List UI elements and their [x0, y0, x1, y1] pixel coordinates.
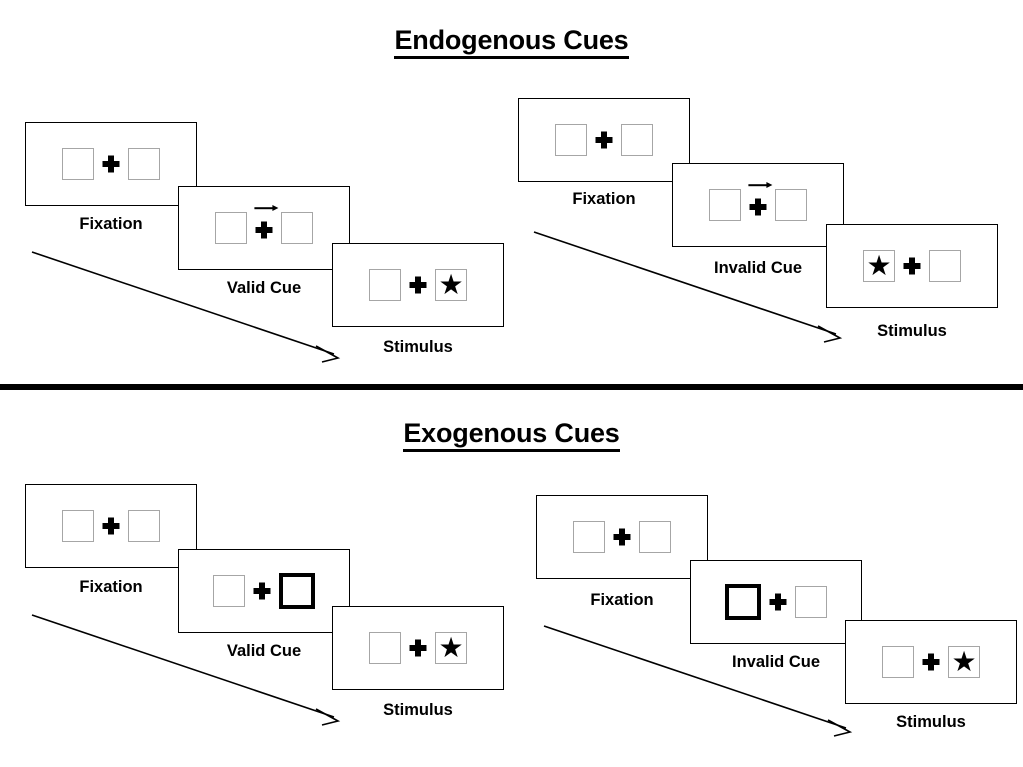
right-placeholder-box: [795, 586, 827, 618]
panel-endogenous-invalid-stimulus[interactable]: ★: [826, 224, 998, 308]
panel-content: [213, 573, 315, 609]
star-icon: ★: [951, 646, 977, 677]
panel-exogenous-invalid-cue[interactable]: [690, 560, 862, 644]
caption-endogenous-invalid-cue: Invalid Cue: [713, 259, 803, 277]
caption-endogenous-invalid-fixation: Fixation: [572, 190, 636, 208]
left-placeholder-box: [555, 124, 587, 156]
panel-content: ★: [369, 269, 467, 301]
panel-content: [709, 182, 807, 221]
right-target-box: ★: [948, 646, 980, 678]
right-placeholder-box: [775, 189, 807, 221]
caption-exogenous-valid-cue: Valid Cue: [226, 642, 302, 660]
right-placeholder-box: [639, 521, 671, 553]
fixation-cross-icon: [247, 205, 281, 244]
fixation-cross-icon: [761, 586, 795, 618]
left-placeholder-box: [215, 212, 247, 244]
caption-endogenous-invalid-stimulus: Stimulus: [877, 322, 947, 340]
panel-content: ★: [863, 250, 961, 282]
panel-content: ★: [882, 646, 980, 678]
star-icon: ★: [438, 269, 464, 300]
panel-content: [573, 521, 671, 553]
right-placeholder-box: [128, 148, 160, 180]
caption-exogenous-valid-stimulus: Stimulus: [383, 701, 453, 719]
right-placeholder-box: [281, 212, 313, 244]
fixation-cross-icon: [94, 510, 128, 542]
fixation-cross-icon: [895, 250, 929, 282]
fixation-cross-icon: [741, 182, 775, 221]
left-placeholder-box: [882, 646, 914, 678]
star-icon: ★: [866, 250, 892, 281]
fixation-cross-icon: [914, 646, 948, 678]
caption-endogenous-valid-cue: Valid Cue: [226, 279, 302, 297]
left-placeholder-box: [573, 521, 605, 553]
left-placeholder-box: [369, 632, 401, 664]
left-placeholder-box: [213, 575, 245, 607]
exogenous-title-text: Exogenous Cues: [403, 418, 620, 452]
panel-content: [62, 148, 160, 180]
panel-endogenous-valid-fixation[interactable]: [25, 122, 197, 206]
fixation-cross-icon: [587, 124, 621, 156]
right-placeholder-box: [621, 124, 653, 156]
fixation-cross-icon: [94, 148, 128, 180]
left-target-box: ★: [863, 250, 895, 282]
arrow-right-icon: [254, 204, 279, 212]
left-placeholder-box: [62, 510, 94, 542]
panel-content: [215, 205, 313, 244]
fixation-cross-icon: [401, 632, 435, 664]
panel-exogenous-valid-cue[interactable]: [178, 549, 350, 633]
panel-exogenous-valid-fixation[interactable]: [25, 484, 197, 568]
exogenous-section-title: Exogenous Cues: [0, 418, 1023, 452]
panel-exogenous-invalid-fixation[interactable]: [536, 495, 708, 579]
fixation-cross-icon: [605, 521, 639, 553]
fixation-cross-icon: [401, 269, 435, 301]
section-divider: [0, 384, 1023, 390]
endogenous-section-title: Endogenous Cues: [0, 25, 1023, 59]
left-placeholder-box: [709, 189, 741, 221]
panel-content: [555, 124, 653, 156]
caption-exogenous-valid-fixation: Fixation: [79, 578, 143, 596]
panel-content: [62, 510, 160, 542]
fixation-cross-icon: [245, 575, 279, 607]
caption-endogenous-valid-stimulus: Stimulus: [383, 338, 453, 356]
panel-endogenous-valid-stimulus[interactable]: ★: [332, 243, 504, 327]
endogenous-title-text: Endogenous Cues: [394, 25, 629, 59]
arrow-right-icon: [748, 181, 773, 189]
caption-exogenous-invalid-fixation: Fixation: [590, 591, 654, 609]
right-target-box: ★: [435, 632, 467, 664]
panel-endogenous-valid-cue[interactable]: [178, 186, 350, 270]
right-cued-box: [279, 573, 315, 609]
left-cued-box: [725, 584, 761, 620]
right-placeholder-box: [128, 510, 160, 542]
panel-endogenous-invalid-cue[interactable]: [672, 163, 844, 247]
caption-exogenous-invalid-stimulus: Stimulus: [896, 713, 966, 731]
left-placeholder-box: [62, 148, 94, 180]
left-placeholder-box: [369, 269, 401, 301]
star-icon: ★: [438, 632, 464, 663]
right-target-box: ★: [435, 269, 467, 301]
panel-exogenous-valid-stimulus[interactable]: ★: [332, 606, 504, 690]
panel-exogenous-invalid-stimulus[interactable]: ★: [845, 620, 1017, 704]
right-placeholder-box: [929, 250, 961, 282]
panel-content: ★: [369, 632, 467, 664]
panel-content: [725, 584, 827, 620]
panel-endogenous-invalid-fixation[interactable]: [518, 98, 690, 182]
caption-endogenous-valid-fixation: Fixation: [79, 215, 143, 233]
caption-exogenous-invalid-cue: Invalid Cue: [731, 653, 821, 671]
